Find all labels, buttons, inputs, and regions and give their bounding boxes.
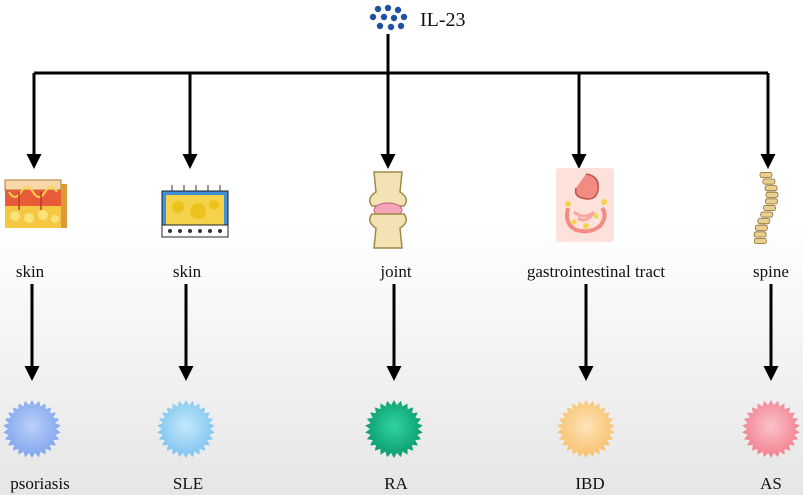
root-label: IL-23 <box>420 9 466 31</box>
disease-label-sle: SLE <box>172 474 204 493</box>
organ-label-skin-1: skin <box>15 262 45 281</box>
disease-marker-sle <box>157 400 215 458</box>
disease-markers <box>3 400 800 458</box>
skin-layers-icon <box>4 179 67 228</box>
organ-label-skin-2: skin <box>172 262 202 281</box>
organ-arrows <box>26 73 776 169</box>
disease-label-ra: RA <box>384 474 408 493</box>
il23-molecule-icon <box>369 4 408 31</box>
organ-label-joint: joint <box>380 262 412 281</box>
disease-label-psoriasis: psoriasis <box>10 474 70 493</box>
organ-label-spine: spine <box>753 262 789 281</box>
disease-arrows <box>24 284 779 381</box>
disease-marker-ibd <box>557 400 615 458</box>
disease-marker-ra <box>365 400 423 458</box>
knee-joint-icon <box>369 171 407 249</box>
disease-label-ibd: IBD <box>575 474 605 493</box>
disease-marker-as <box>742 400 800 458</box>
skin-cross-section-icon <box>161 185 229 238</box>
disease-label-as: AS <box>760 474 782 493</box>
digestive-tract-icon <box>556 168 614 242</box>
spine-icon <box>753 171 779 245</box>
disease-marker-psoriasis <box>3 400 61 458</box>
organ-label-gi-tract: gastrointestinal tract <box>526 262 666 281</box>
